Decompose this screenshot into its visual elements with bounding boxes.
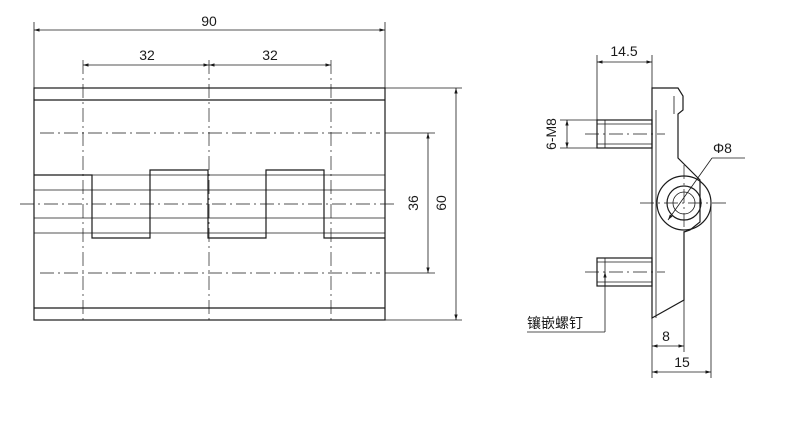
dim-leaf-width: 14.5	[610, 43, 637, 59]
leader-pin-diameter	[667, 157, 713, 221]
front-view: 90 32 32 36 60	[20, 13, 462, 321]
dim-overall-height: 60	[433, 195, 449, 211]
insert-bolt-label: 镶嵌螺钉	[527, 315, 583, 332]
dim-overall-width: 90	[201, 13, 217, 29]
side-view: 14.5 6-M8 Φ8 镶嵌螺钉 8 15	[527, 43, 745, 378]
dim-pitch-left: 32	[139, 47, 155, 63]
dim-knuckle-offset: 8	[662, 328, 670, 344]
dim-pitch-right: 32	[262, 47, 278, 63]
dim-thread-spec: 6-M8	[543, 118, 559, 150]
dim-pin-diameter: Φ8	[713, 140, 732, 156]
dim-inner-height: 36	[405, 195, 421, 211]
dim-total-depth: 15	[674, 354, 690, 370]
